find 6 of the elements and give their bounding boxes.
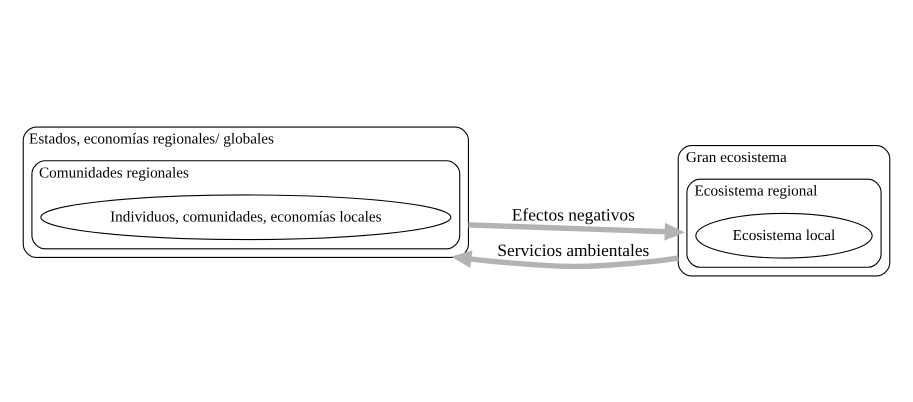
- arrow: [468, 222, 685, 240]
- edge-label: Efectos negativos: [512, 204, 635, 224]
- node-ellipse: Individuos, comunidades, economías locales: [40, 194, 452, 240]
- arrow: [451, 250, 679, 269]
- node-ellipse: Ecosistema local: [695, 212, 873, 258]
- edge-label: Servicios ambientales: [497, 240, 650, 260]
